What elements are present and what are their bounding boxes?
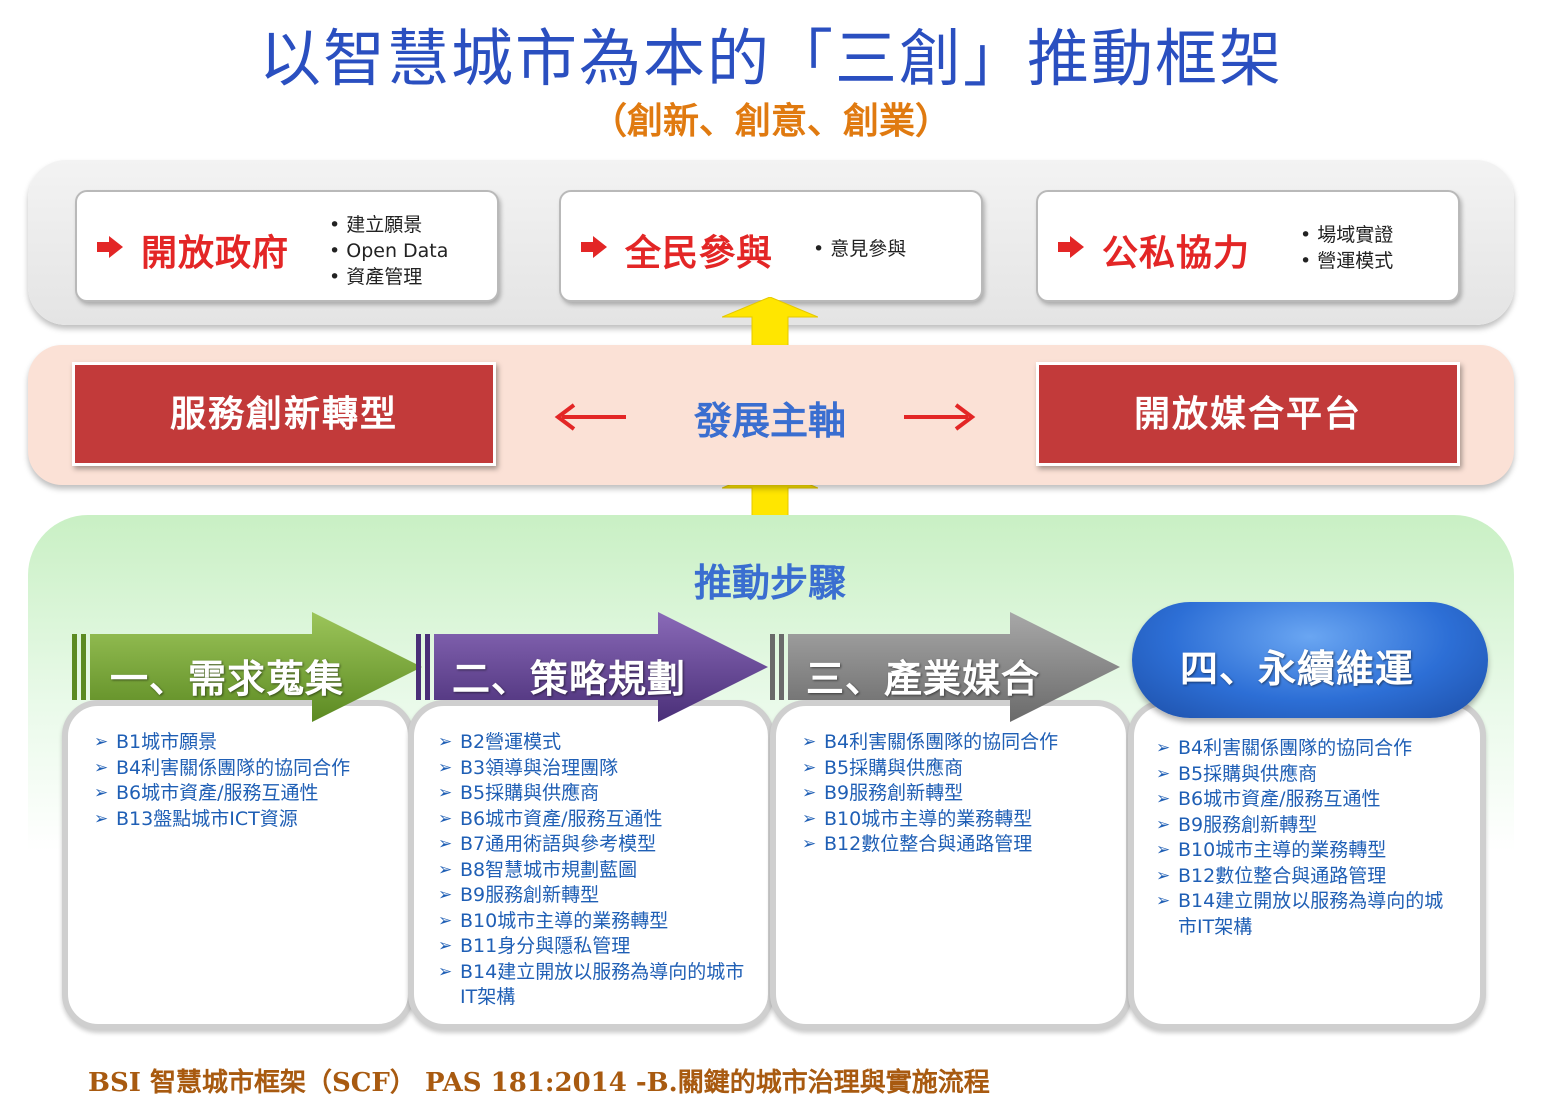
- list-item: B5採購與供應商: [802, 756, 1126, 782]
- top-box-label: 公私協力: [1102, 233, 1251, 274]
- list-item: B4利害關係團隊的協同合作: [802, 730, 1126, 756]
- list-item: B7通用術語與參考模型: [438, 832, 748, 858]
- step-3-arrow: [770, 612, 1120, 722]
- left-arrow-icon: [554, 403, 626, 431]
- step-4-list: B4利害關係團隊的協同合作 B5採購與供應商 B6城市資產/服務互通性 B9服務…: [1156, 736, 1446, 940]
- step-3-list: B4利害關係團隊的協同合作 B5採購與供應商 B9服務創新轉型 B10城市主導的…: [802, 730, 1126, 858]
- step-card-4: B4利害關係團隊的協同合作 B5採購與供應商 B6城市資產/服務互通性 B9服務…: [1128, 700, 1486, 1030]
- red-arrow-icon: [1058, 236, 1084, 258]
- top-box-items: 場域實證 營運模式: [1300, 222, 1393, 274]
- development-axis-label: 發展主軸: [693, 399, 846, 443]
- list-item: B8智慧城市規劃藍圖: [438, 858, 748, 884]
- top-box-public-private: 公私協力 場域實證 營運模式: [1036, 190, 1460, 302]
- list-item: B1城市願景: [94, 730, 408, 756]
- top-box-item: 場域實證: [1300, 222, 1393, 248]
- list-item: B10城市主導的業務轉型: [802, 807, 1126, 833]
- top-box-public-participation: 全民參與 意見參與: [559, 190, 983, 302]
- red-arrow-icon: [97, 236, 123, 258]
- step-4-pill: [1132, 602, 1488, 718]
- list-item: B9服務創新轉型: [802, 781, 1126, 807]
- step-card-2: B2營運模式 B3領導與治理團隊 B5採購與供應商 B6城市資產/服務互通性 B…: [408, 700, 774, 1030]
- list-item: B11身分與隱私管理: [438, 934, 748, 960]
- right-arrow-icon: [904, 403, 976, 431]
- list-item: B4利害關係團隊的協同合作: [1156, 736, 1446, 762]
- list-item: B5採購與供應商: [438, 781, 748, 807]
- red-arrow-icon: [581, 236, 607, 258]
- page-subtitle: （創新、創意、創業）: [590, 101, 951, 142]
- top-box-label: 全民參與: [625, 233, 774, 274]
- list-item: B6城市資產/服務互通性: [438, 807, 748, 833]
- service-innovation-box: 服務創新轉型: [72, 362, 496, 466]
- step-2-label: 二、策略規劃: [452, 657, 687, 701]
- step-4-label: 四、永續維運: [1180, 647, 1415, 691]
- step-1-arrow: [72, 612, 422, 722]
- step-2-list: B2營運模式 B3領導與治理團隊 B5採購與供應商 B6城市資產/服務互通性 B…: [438, 730, 748, 1011]
- step-2-arrow: [416, 612, 768, 722]
- list-item: B14建立開放以服務為導向的城市IT架構: [1156, 889, 1446, 940]
- list-item: B14建立開放以服務為導向的城市IT架構: [438, 960, 748, 1011]
- open-matching-platform-box: 開放媒合平台: [1036, 362, 1460, 466]
- list-item: B10城市主導的業務轉型: [1156, 838, 1446, 864]
- step-card-1: B1城市願景 B4利害關係團隊的協同合作 B6城市資產/服務互通性 B13盤點城…: [62, 700, 414, 1030]
- top-box-item: 意見參與: [813, 236, 906, 262]
- list-item: B4利害關係團隊的協同合作: [94, 756, 408, 782]
- list-item: B12數位整合與通路管理: [1156, 864, 1446, 890]
- top-box-label: 開放政府: [141, 233, 290, 274]
- list-item: B3領導與治理團隊: [438, 756, 748, 782]
- list-item: B6城市資產/服務互通性: [1156, 787, 1446, 813]
- list-item: B10城市主導的業務轉型: [438, 909, 748, 935]
- step-card-3: B4利害關係團隊的協同合作 B5採購與供應商 B9服務創新轉型 B10城市主導的…: [770, 700, 1132, 1030]
- list-item: B9服務創新轉型: [1156, 813, 1446, 839]
- top-box-item: 營運模式: [1300, 248, 1393, 274]
- source-footer: BSI 智慧城市框架（SCF） PAS 181:2014 -B.關鍵的城市治理與…: [88, 1068, 990, 1098]
- step-1-label: 一、需求蒐集: [110, 657, 345, 701]
- top-box-open-government: 開放政府 建立願景 Open Data 資產管理: [75, 190, 499, 302]
- list-item: B13盤點城市ICT資源: [94, 807, 408, 833]
- top-box-item: 建立願景: [329, 212, 448, 238]
- top-box-item: Open Data: [329, 238, 448, 264]
- step-3-label: 三、產業媒合: [806, 657, 1041, 701]
- steps-label: 推動步驟: [693, 561, 846, 605]
- top-box-item: 資產管理: [329, 264, 448, 290]
- list-item: B12數位整合與通路管理: [802, 832, 1126, 858]
- step-1-list: B1城市願景 B4利害關係團隊的協同合作 B6城市資產/服務互通性 B13盤點城…: [94, 730, 408, 832]
- list-item: B9服務創新轉型: [438, 883, 748, 909]
- top-box-items: 建立願景 Open Data 資產管理: [329, 212, 448, 290]
- list-item: B6城市資產/服務互通性: [94, 781, 408, 807]
- list-item: B5採購與供應商: [1156, 762, 1446, 788]
- list-item: B2營運模式: [438, 730, 748, 756]
- page-title: 以智慧城市為本的「三創」推動框架: [258, 22, 1283, 95]
- top-box-items: 意見參與: [813, 236, 906, 262]
